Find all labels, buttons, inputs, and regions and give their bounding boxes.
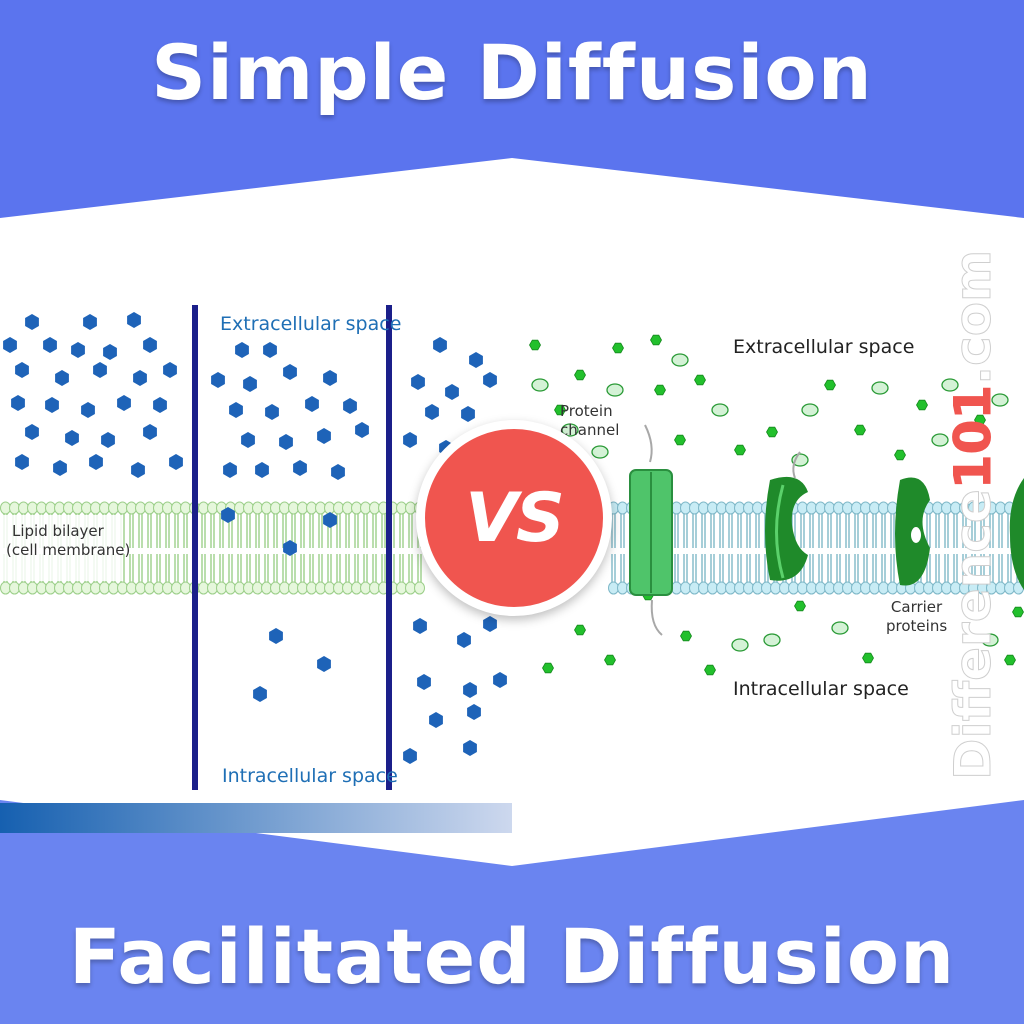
lipid-bilayer-label: Lipid bilayer (cell membrane)	[6, 522, 130, 560]
vs-text: VS	[465, 478, 565, 558]
watermark-part3: .com	[944, 250, 1002, 385]
watermark-part2: 101	[944, 385, 1002, 489]
facilitated-extracellular-label: Extracellular space	[733, 336, 915, 358]
simple-intracellular-label: Intracellular space	[222, 765, 398, 787]
carrier-protein-icon-3	[1009, 478, 1024, 590]
carrier-protein-icon-1	[765, 476, 808, 581]
watermark-logo: Difference101.com	[944, 249, 1003, 780]
lipid-bilayer-label-line2: (cell membrane)	[6, 541, 131, 559]
facilitated-intracellular-label: Intracellular space	[733, 678, 909, 700]
solute-molecules-green	[529, 334, 1024, 676]
svg-text:Difference101.com: Difference101.com	[944, 250, 1002, 780]
divider-left	[192, 305, 198, 790]
vs-badge: VS	[416, 420, 612, 616]
protein-channel-label-line2: channel	[560, 421, 620, 439]
lipid-bilayer-simple	[0, 498, 425, 598]
carrier-proteins-label-line2: proteins	[886, 617, 948, 635]
carrier-protein-icon-2	[895, 477, 930, 586]
divider-right	[386, 305, 392, 790]
watermark-part1: Difference	[944, 489, 1002, 780]
solute-molecules-blue	[3, 312, 507, 764]
concentration-gradient-bar	[0, 803, 512, 833]
lipid-bilayer-label-line1: Lipid bilayer	[12, 522, 104, 540]
carrier-proteins-label-line1: Carrier	[890, 598, 943, 616]
flow-arrows	[644, 424, 801, 636]
protein-channel-icon	[629, 469, 673, 596]
carrier-proteins-label: Carrier proteins	[886, 598, 947, 636]
protein-channel-label-line1: Protein	[560, 402, 613, 420]
title-simple-diffusion: Simple Diffusion	[151, 28, 873, 117]
title-facilitated-diffusion: Facilitated Diffusion	[68, 912, 956, 1001]
simple-extracellular-label: Extracellular space	[220, 313, 402, 335]
protein-channel-label: Protein channel	[560, 402, 619, 440]
